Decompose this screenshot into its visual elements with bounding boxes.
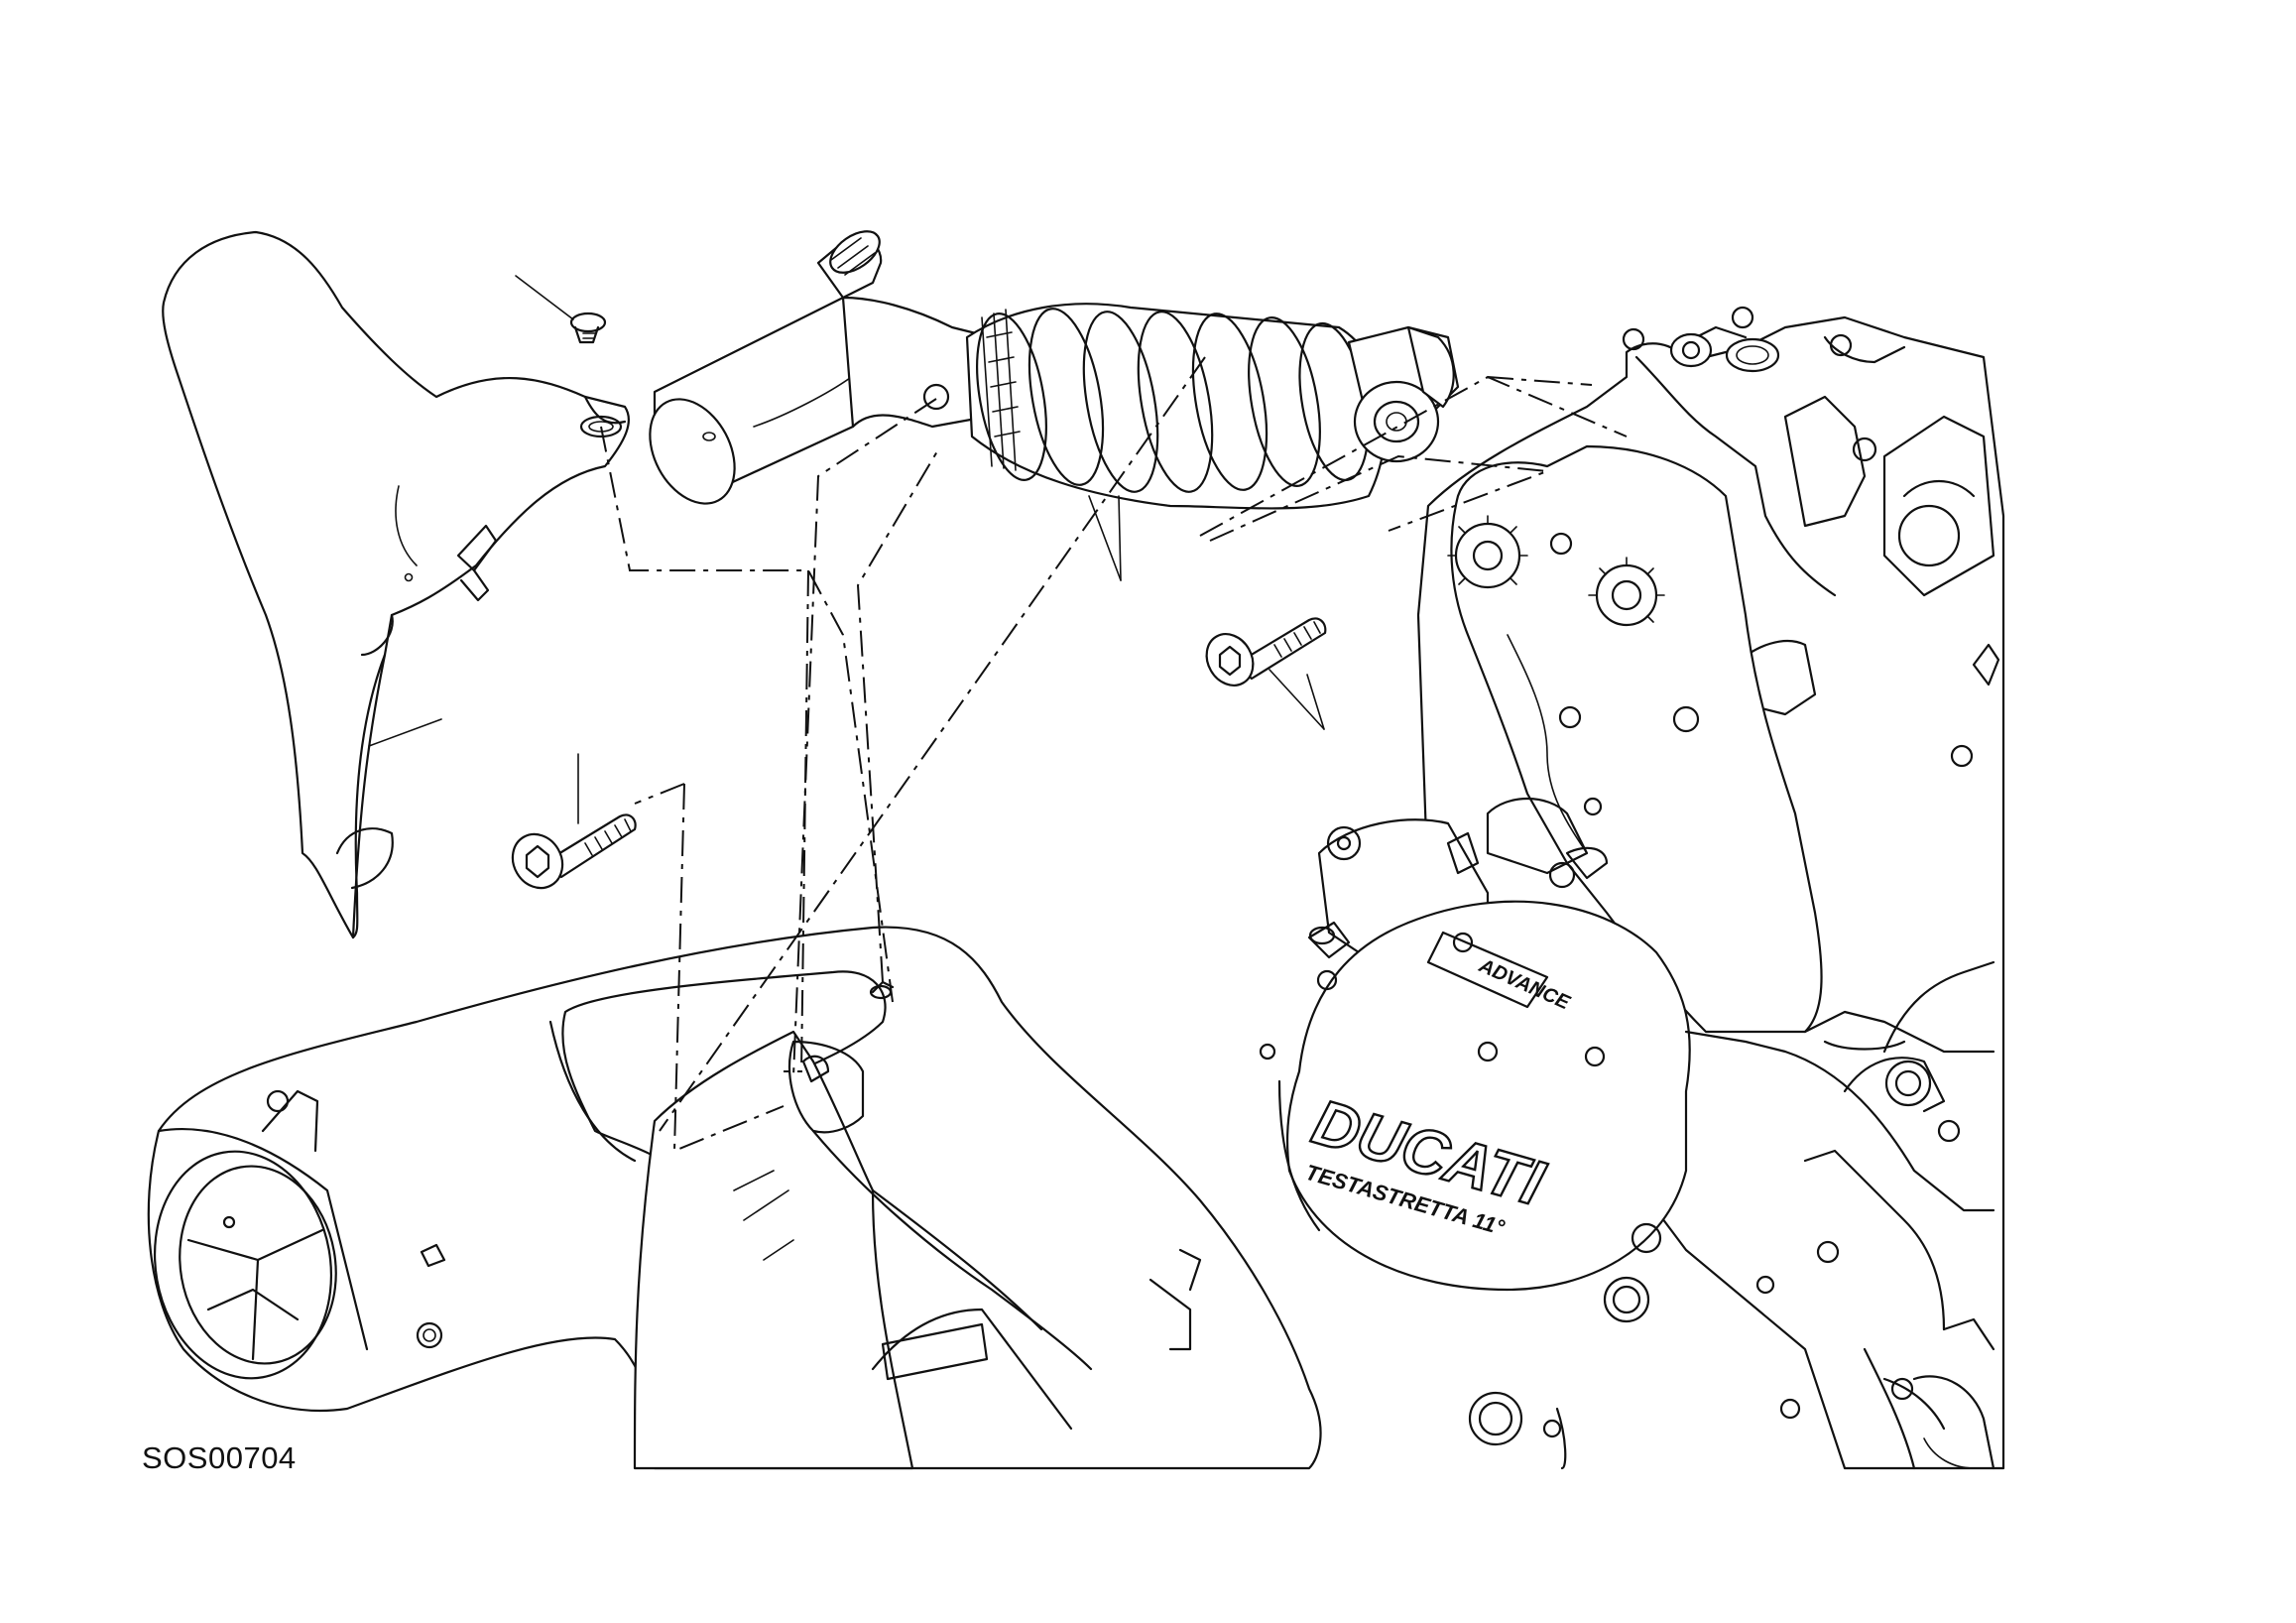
lower-shock-bolt: [511, 753, 637, 890]
mudguard-screw: [515, 275, 607, 344]
rear-mudguard: [162, 230, 630, 939]
swingarm: [147, 926, 1322, 1470]
drawing-code: SOS00704: [142, 1440, 297, 1475]
upper-shock-bolt: [1205, 617, 1327, 730]
assembly-lines: [600, 356, 1628, 1153]
leader-lines: [1118, 495, 1325, 730]
rear-shock-absorber: [649, 230, 1460, 581]
engine: ADVANCE DUCATI TESTASTRETTA 11°: [1259, 306, 2005, 1470]
